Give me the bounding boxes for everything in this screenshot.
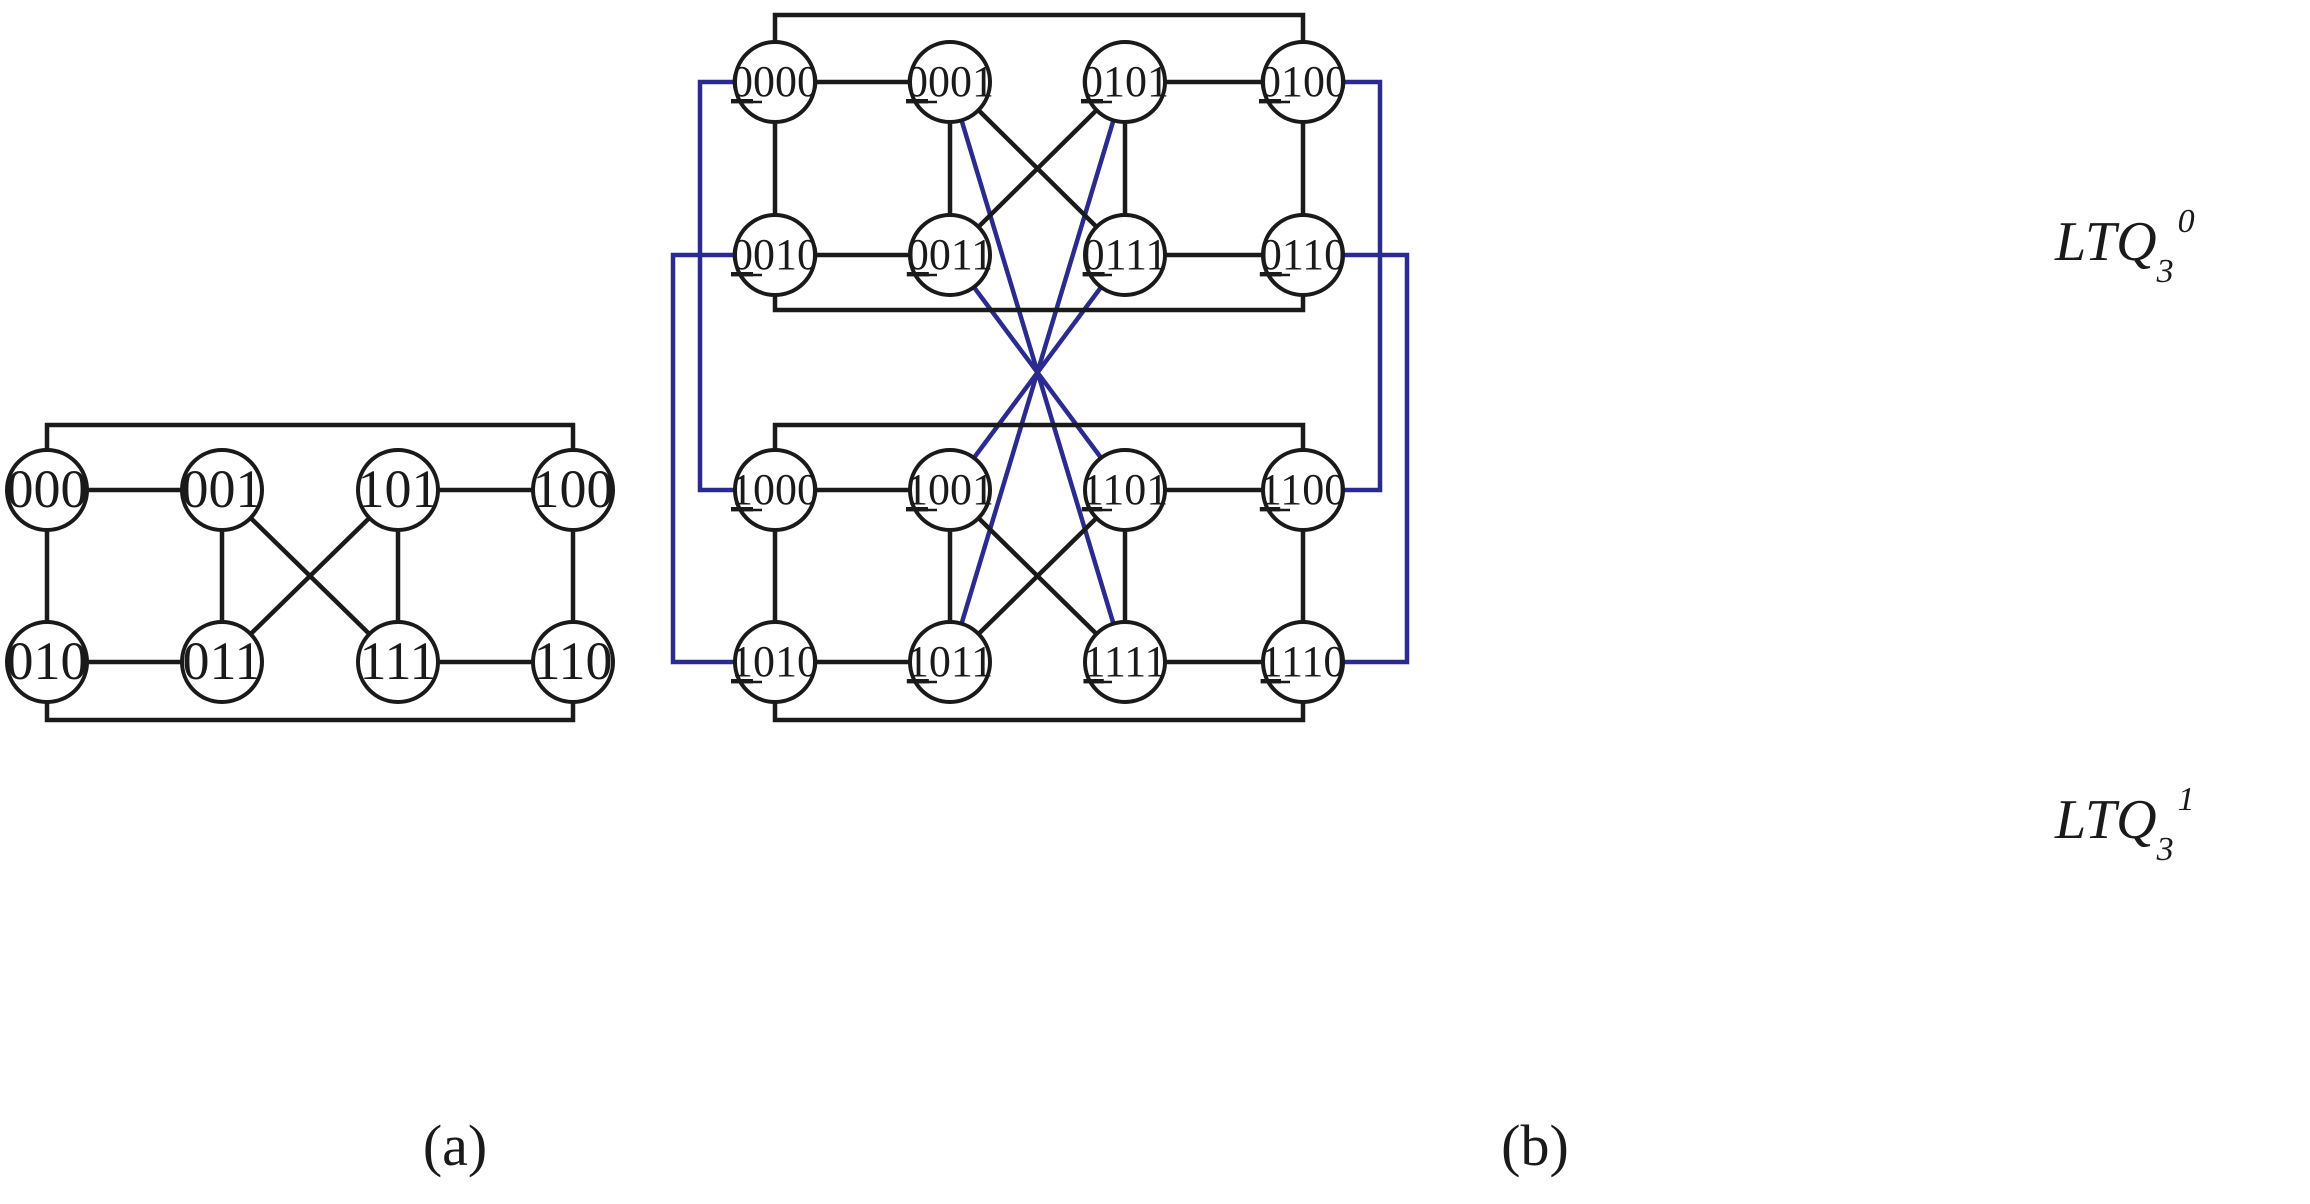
node-label: 011 bbox=[183, 631, 262, 691]
node-label: 0011 bbox=[907, 230, 993, 279]
panel-a-nodes: 000 001 101 100 010 011 111 110 bbox=[5, 448, 615, 704]
node-circle bbox=[5, 620, 89, 704]
node: 0001 bbox=[906, 40, 994, 124]
node: 100 bbox=[531, 448, 615, 532]
panel-b-nodes: 0000 0001 0101 0100 0010 0011 0111 0110 1000 1001… bbox=[731, 40, 1347, 704]
subcube-label-0-base: LTQ bbox=[2054, 211, 2157, 273]
node: 1011 bbox=[907, 620, 993, 704]
node-label: 1010 bbox=[731, 637, 819, 686]
edge bbox=[44, 422, 576, 493]
panel-a-edges bbox=[44, 422, 576, 723]
node-label: 0100 bbox=[1259, 57, 1347, 106]
node-label: 0111 bbox=[1083, 230, 1168, 279]
node-label: 101 bbox=[358, 459, 439, 519]
node-circle bbox=[356, 448, 440, 532]
node-label: 0010 bbox=[731, 230, 819, 279]
node-circle bbox=[180, 448, 264, 532]
subcube-label-1-sup: 1 bbox=[2178, 781, 2195, 818]
node: 010 bbox=[5, 620, 89, 704]
cross-edge bbox=[1303, 252, 1410, 665]
subcube-label-0: LTQ30 bbox=[2054, 203, 2195, 290]
node: 1110 bbox=[1261, 620, 1346, 704]
node-label: 001 bbox=[182, 459, 263, 519]
edge bbox=[772, 12, 1306, 85]
node-label: 100 bbox=[533, 459, 614, 519]
subcube-label-1-sub: 3 bbox=[2156, 831, 2174, 868]
node-label: 1011 bbox=[907, 637, 993, 686]
node: 0100 bbox=[1259, 40, 1347, 124]
subcube-label-1-base: LTQ bbox=[2054, 789, 2157, 851]
node-circle bbox=[5, 448, 89, 532]
node: 0000 bbox=[731, 40, 819, 124]
node: 1100 bbox=[1260, 448, 1346, 532]
node-label: 111 bbox=[360, 631, 437, 691]
node-label: 1000 bbox=[731, 465, 819, 514]
edge bbox=[772, 659, 1306, 723]
svg-text:LTQ30: LTQ30 bbox=[2054, 203, 2195, 290]
node: 111 bbox=[356, 620, 440, 704]
node-label: 1100 bbox=[1260, 465, 1346, 514]
edge bbox=[44, 659, 576, 723]
node: 110 bbox=[531, 620, 615, 704]
node: 0010 bbox=[731, 213, 819, 297]
node-label: 1111 bbox=[1083, 637, 1166, 686]
edge bbox=[772, 252, 1306, 313]
subcube-label-1: LTQ31 bbox=[2054, 781, 2195, 868]
node-label: 0110 bbox=[1260, 230, 1346, 279]
node: 011 bbox=[180, 620, 264, 704]
node: 1000 bbox=[731, 448, 819, 532]
node-circle bbox=[531, 448, 615, 532]
node: 0011 bbox=[907, 213, 993, 297]
node: 000 bbox=[5, 448, 89, 532]
subcube-label-0-sub: 3 bbox=[2156, 253, 2174, 290]
node-label: 1001 bbox=[906, 465, 994, 514]
caption-b: (b) bbox=[1501, 1113, 1569, 1178]
node-label: 1110 bbox=[1261, 637, 1346, 686]
edge bbox=[772, 422, 1306, 493]
caption-a: (a) bbox=[423, 1113, 487, 1178]
node: 1001 bbox=[906, 448, 994, 532]
node-circle bbox=[356, 620, 440, 704]
node: 101 bbox=[356, 448, 440, 532]
node: 1111 bbox=[1083, 620, 1167, 704]
cross-edge bbox=[670, 252, 775, 665]
node-circle bbox=[180, 620, 264, 704]
node: 1101 bbox=[1082, 448, 1168, 532]
node-label: 0101 bbox=[1081, 57, 1169, 106]
node-circle bbox=[531, 620, 615, 704]
node-label: 000 bbox=[7, 459, 88, 519]
node-label: 010 bbox=[7, 631, 88, 691]
svg-text:LTQ31: LTQ31 bbox=[2054, 781, 2195, 868]
node-label: 0001 bbox=[906, 57, 994, 106]
node-label: 1101 bbox=[1082, 465, 1168, 514]
cross-edge bbox=[948, 253, 1127, 492]
node-label: 0000 bbox=[731, 57, 819, 106]
subcube-label-0-sup: 0 bbox=[2178, 203, 2195, 240]
node: 0111 bbox=[1083, 213, 1168, 297]
node-label: 110 bbox=[534, 631, 613, 691]
node: 001 bbox=[180, 448, 264, 532]
node: 1010 bbox=[731, 620, 819, 704]
node: 0110 bbox=[1260, 213, 1346, 297]
node: 0101 bbox=[1081, 40, 1169, 124]
